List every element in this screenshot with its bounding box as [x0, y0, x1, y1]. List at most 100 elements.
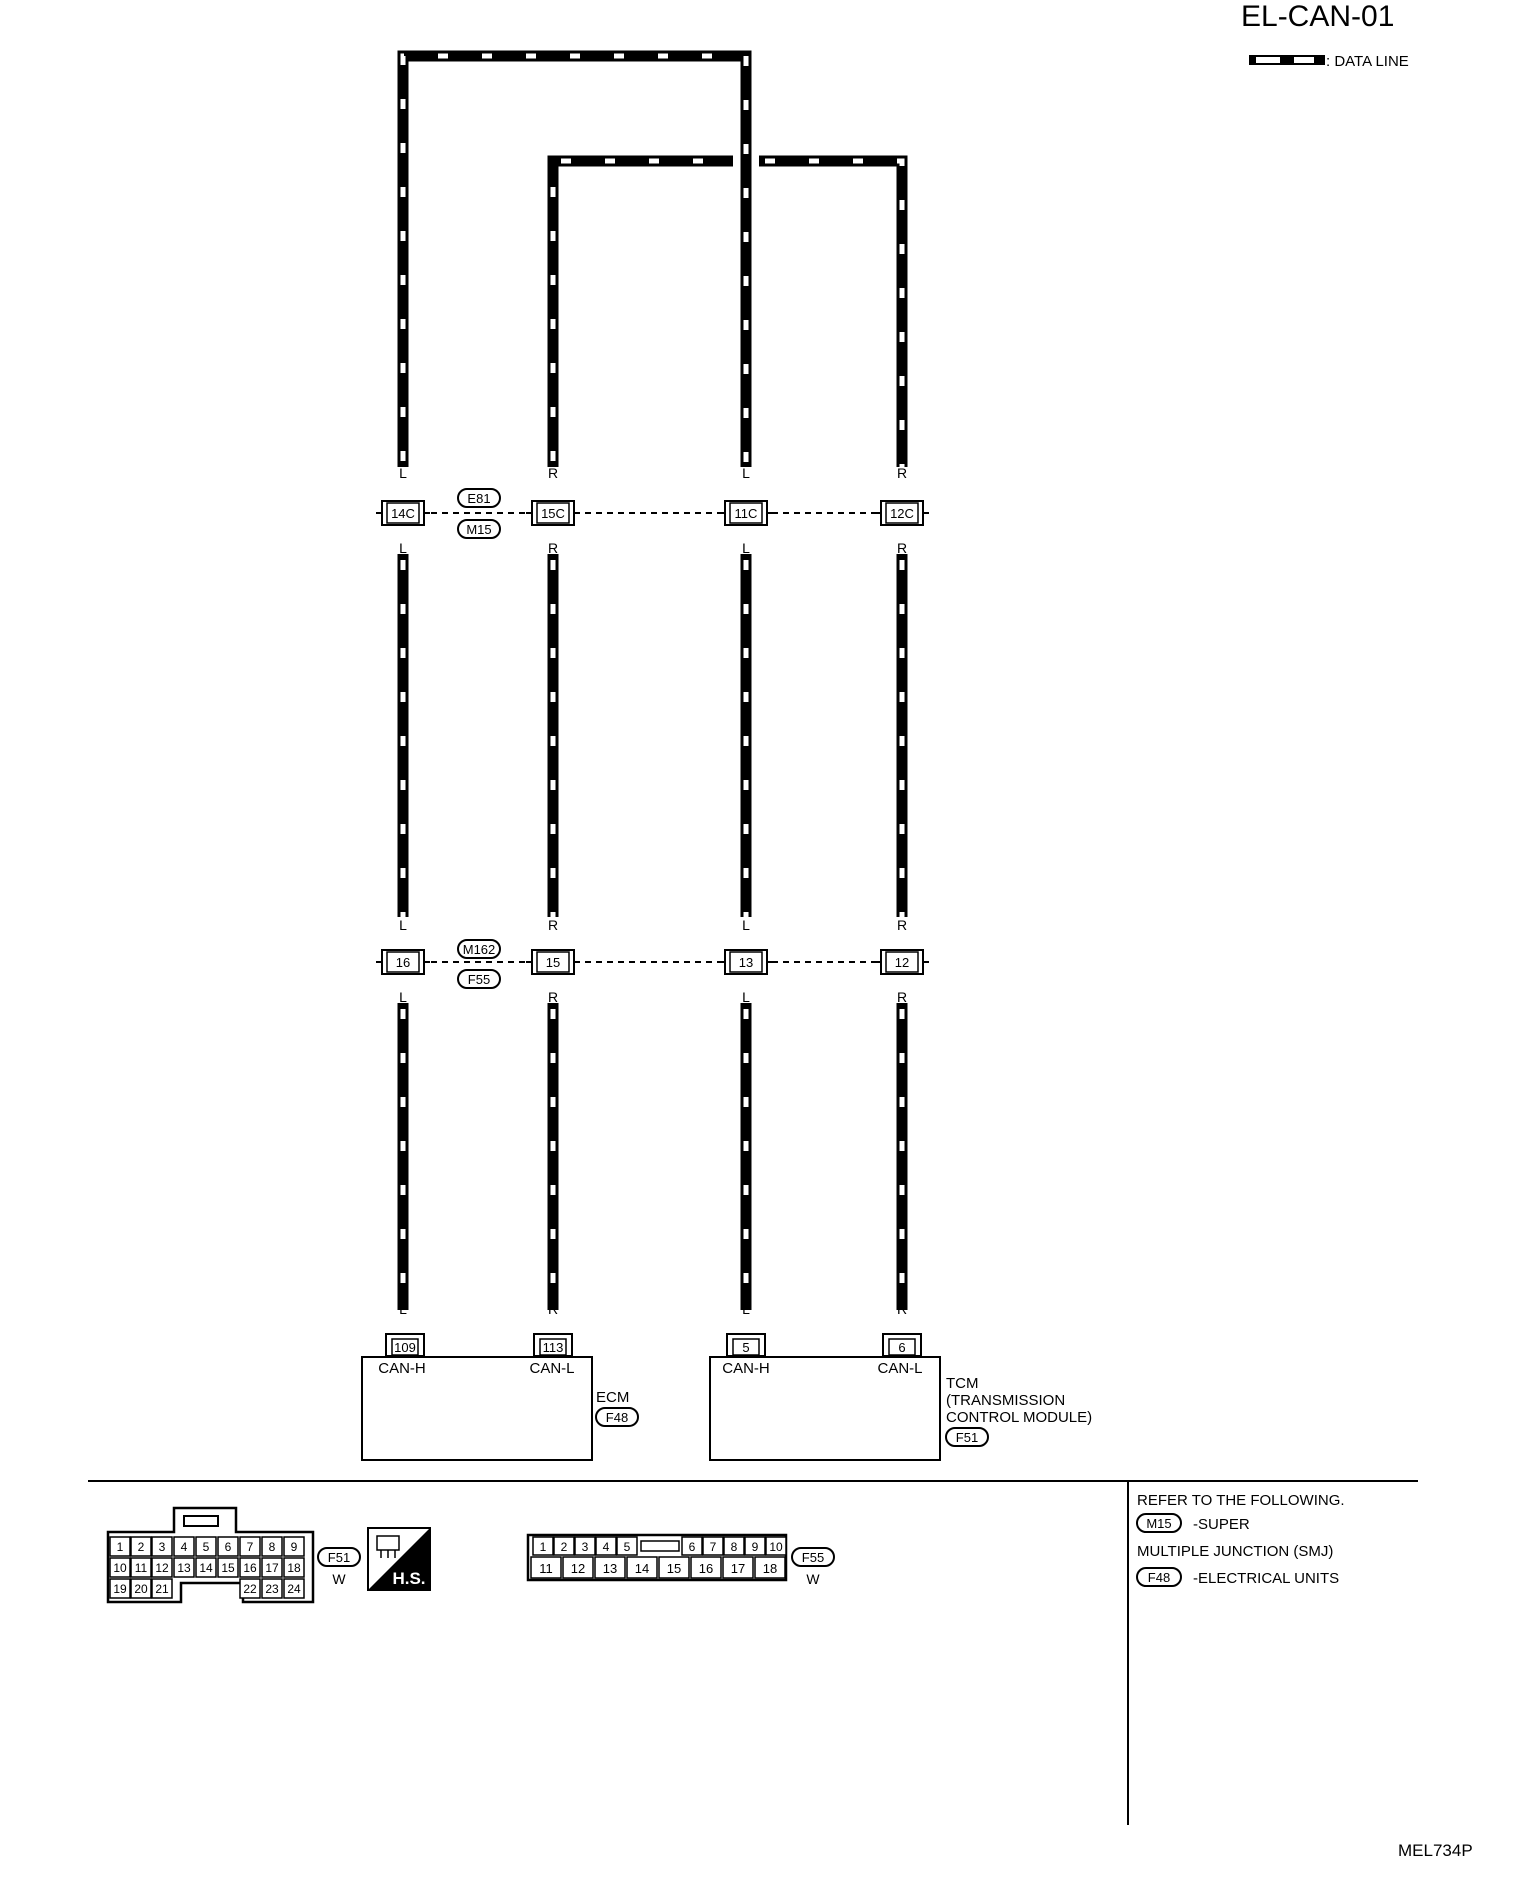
- connector-cell: 9: [744, 1536, 766, 1556]
- connector-cell-label: 8: [269, 1540, 276, 1554]
- connector-cell-label: 7: [247, 1540, 254, 1554]
- connector-cell-label: 7: [710, 1540, 717, 1554]
- svg-text:M15: M15: [1146, 1516, 1171, 1531]
- data-line-w2-top-left: [547, 155, 733, 467]
- connector-cell-label: 15: [221, 1561, 235, 1575]
- ecm-pin-109: 109: [385, 1333, 425, 1357]
- connector-cell-label: 2: [138, 1540, 145, 1554]
- connector-cell: 16: [690, 1556, 722, 1579]
- connector-cell-label: 13: [177, 1561, 191, 1575]
- reference-connector-f48: [1136, 1567, 1182, 1587]
- wire-color-w4: R: [897, 989, 907, 1005]
- connector-cell: 7: [702, 1536, 724, 1556]
- wire-color-w4: R: [897, 540, 907, 556]
- connector-cell: 2: [130, 1536, 152, 1557]
- wire-color-w3: L: [742, 1301, 750, 1317]
- connector-cell: 3: [151, 1536, 173, 1557]
- connector-cell-label: 18: [763, 1561, 777, 1576]
- connector-label-f51: F51: [317, 1547, 361, 1567]
- connector-cell-label: 13: [603, 1561, 617, 1576]
- legend-data-line-symbol: [1249, 55, 1325, 65]
- connector-cell-label: 17: [265, 1561, 279, 1575]
- connector-label-f55: F55: [457, 969, 501, 989]
- svg-text:109: 109: [394, 1340, 416, 1355]
- connector-cell-label: 2: [561, 1540, 568, 1554]
- connector-cell-label: 1: [117, 1540, 124, 1554]
- svg-text:F48: F48: [1148, 1570, 1170, 1585]
- ecm-terminal-can-h: CAN-H: [378, 1360, 426, 1377]
- connector-cell: 12: [151, 1557, 173, 1578]
- data-line-w4-top-right: [759, 155, 908, 467]
- junction-lower-pin-label: 13: [739, 955, 753, 970]
- svg-text:6: 6: [898, 1340, 905, 1355]
- connector-cell: 8: [261, 1536, 283, 1557]
- wire-color-w3: L: [742, 989, 750, 1005]
- connector-cell-label: 19: [113, 1582, 127, 1596]
- tcm-pin-5: 5: [726, 1333, 766, 1357]
- connector-cell: 11: [130, 1557, 152, 1578]
- ecm-unit: 109 113 CAN-H CAN-L ECM F48: [361, 1333, 639, 1461]
- ecm-pin-113: 113: [533, 1333, 573, 1357]
- wire-color-w2: R: [548, 1301, 558, 1317]
- connector-cell-label: 23: [265, 1582, 279, 1596]
- hs-label: H.S.: [392, 1569, 425, 1588]
- junction-lower-pin-label: 15: [546, 955, 560, 970]
- wire-color-w1: L: [399, 989, 407, 1005]
- connector-cell-label: 22: [243, 1582, 257, 1596]
- junction-lower-pin-label: 16: [396, 955, 410, 970]
- connector-cell: 15: [217, 1557, 239, 1578]
- reference-title: REFER TO THE FOLLOWING.: [1137, 1492, 1345, 1509]
- wire-color-w3: L: [742, 540, 750, 556]
- connector-cell: 13: [594, 1556, 626, 1579]
- connector-cell: 16: [239, 1557, 261, 1578]
- figure-code: MEL734P: [1398, 1841, 1473, 1860]
- junction-lower-pin-12: 12: [875, 949, 929, 975]
- svg-text:F51: F51: [956, 1430, 978, 1445]
- connector-label-f55-face: F55: [791, 1547, 835, 1567]
- connector-cell-label: 6: [689, 1540, 696, 1554]
- connector-cell: 18: [754, 1556, 786, 1579]
- wire-color-w3: L: [742, 465, 750, 481]
- connector-cell-label: 10: [769, 1540, 783, 1554]
- connector-cell: 17: [261, 1557, 283, 1578]
- connector-cell: 23: [261, 1578, 283, 1599]
- wire-color-w1: L: [399, 917, 407, 933]
- junction-lower-pin-16: 16: [376, 949, 430, 975]
- connector-color-f55: W: [806, 1571, 820, 1587]
- connector-cell: 8: [723, 1536, 745, 1556]
- connector-cell: 4: [173, 1536, 195, 1557]
- connector-cell: 13: [173, 1557, 195, 1578]
- connector-cell-label: 16: [243, 1561, 257, 1575]
- wire-color-w4: R: [897, 465, 907, 481]
- ecm-terminal-can-l: CAN-L: [529, 1360, 574, 1377]
- data-line-w1-w3-top: [397, 50, 752, 467]
- connector-cell: 22: [239, 1578, 261, 1599]
- junction-upper-pin-15c: 15C: [526, 500, 580, 526]
- legend-label: : DATA LINE: [1326, 53, 1409, 70]
- junction-upper-pin-label: 15C: [541, 506, 565, 521]
- connector-cell: 5: [195, 1536, 217, 1557]
- tcm-pin-6: 6: [882, 1333, 922, 1357]
- connector-cell-label: 16: [699, 1561, 713, 1576]
- wire-color-w2: R: [548, 917, 558, 933]
- connector-cell-label: 11: [135, 1561, 148, 1575]
- connector-cell-label: 3: [159, 1540, 166, 1554]
- connector-cell: 19: [109, 1578, 131, 1599]
- connector-label-m15: M15: [457, 519, 501, 539]
- connector-cell: 21: [151, 1578, 173, 1599]
- connector-cell-label: 21: [155, 1582, 169, 1596]
- wire-color-w2: R: [548, 465, 558, 481]
- svg-text:F51: F51: [328, 1550, 350, 1565]
- tcm-name-line2: (TRANSMISSION: [946, 1392, 1065, 1409]
- svg-text:M15: M15: [466, 522, 491, 537]
- junction-upper-pin-label: 14C: [391, 506, 415, 521]
- connector-cell-label: 14: [199, 1561, 213, 1575]
- junction-upper-pin-14c: 14C: [376, 500, 430, 526]
- connector-cell-label: 5: [624, 1540, 631, 1554]
- connector-cell: 6: [217, 1536, 239, 1557]
- junction-lower-pin-15: 15: [526, 949, 580, 975]
- connector-cell-label: 5: [203, 1540, 210, 1554]
- junction-lower-pin-13: 13: [719, 949, 773, 975]
